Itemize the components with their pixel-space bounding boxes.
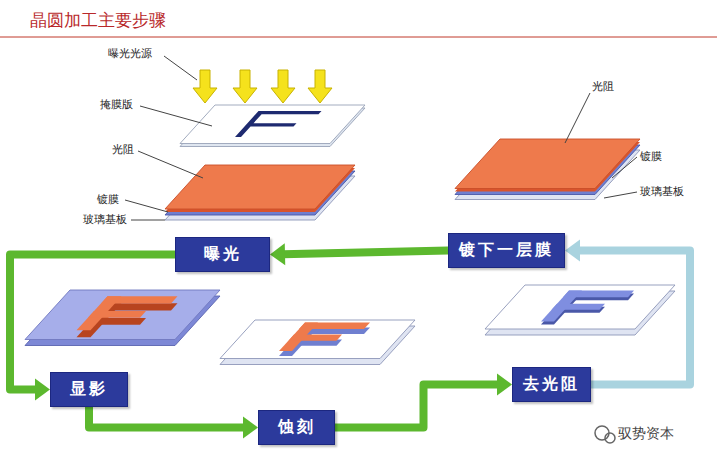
part-label: 曝光光源 (108, 47, 152, 60)
leader-lines (125, 56, 637, 220)
arrow-head (35, 379, 50, 401)
f-pattern (541, 291, 634, 322)
f-pattern (563, 291, 634, 298)
arrow-shaft (578, 251, 690, 385)
f-pattern (279, 323, 370, 352)
mask-plate (180, 105, 365, 144)
process-arrow (270, 243, 448, 265)
process-arrow (89, 407, 258, 439)
wafer-plate (25, 290, 220, 340)
f-pattern (88, 311, 146, 318)
watermark-icon (595, 426, 615, 443)
light-arrows (271, 70, 295, 103)
step-box: 镀下一层膜 (448, 233, 565, 268)
light-arrows (308, 70, 332, 103)
step-box: 去光阻 (512, 367, 591, 402)
light-arrows (193, 70, 217, 103)
part-label: 镀膜 (640, 150, 662, 163)
title-rule (0, 37, 717, 38)
arrow-head (243, 417, 258, 439)
title: 晶圆加工主要步骤 (30, 9, 166, 32)
photoresist (455, 139, 640, 189)
watermark-icon (595, 426, 609, 440)
f-pattern (77, 296, 178, 330)
arrow-shaft (283, 251, 448, 255)
leader-lines (565, 93, 590, 143)
wafer-plate (220, 320, 415, 359)
part-label: 光阻 (592, 80, 614, 93)
wafer-plate (485, 285, 675, 329)
photoresist (165, 165, 355, 209)
arrow-shaft (335, 385, 499, 428)
f-pattern (101, 296, 178, 303)
arrow-head (497, 374, 512, 396)
step-label: 镀下一层膜 (459, 240, 554, 259)
wafer-plate (485, 285, 675, 329)
leader-lines (131, 220, 165, 221)
watermark: 驭势资本 (618, 425, 674, 441)
light-arrows (193, 70, 332, 103)
part-label: 镀膜 (97, 193, 119, 206)
photoresist (165, 165, 355, 209)
mask-plate (180, 105, 365, 144)
process-arrow (565, 240, 690, 385)
leader-lines (604, 192, 637, 198)
leader-lines (140, 106, 212, 126)
step-box: 曝光 (175, 237, 270, 272)
step-label: 蚀刻 (278, 417, 316, 436)
f-pattern (289, 335, 343, 341)
photoresist (455, 139, 640, 189)
arrow-head (565, 240, 580, 262)
leader-lines (125, 200, 168, 212)
mask-plate (238, 113, 320, 137)
leader-lines (612, 157, 637, 178)
leader-lines (164, 56, 197, 80)
arrow-head (270, 243, 285, 265)
arrow-shaft (10, 255, 175, 390)
process-arrow (335, 374, 512, 428)
step-box: 显影 (50, 372, 128, 407)
step-label: 去光阻 (523, 374, 580, 393)
step-label: 曝光 (204, 244, 242, 263)
part-label: 光阻 (112, 143, 134, 156)
part-label: 玻璃基板 (83, 213, 127, 226)
step-label: 显影 (70, 379, 108, 398)
leader-lines (138, 151, 203, 178)
step-box: 蚀刻 (258, 410, 335, 445)
part-label: 玻璃基板 (640, 185, 684, 198)
watermark-icon (605, 433, 615, 443)
wafer-plate (220, 320, 415, 359)
f-pattern (552, 304, 606, 310)
arrow-shaft (89, 407, 245, 428)
wafer-plate (25, 290, 220, 340)
part-label: 掩膜版 (100, 98, 133, 111)
light-arrows (233, 70, 257, 103)
f-pattern (299, 323, 370, 330)
